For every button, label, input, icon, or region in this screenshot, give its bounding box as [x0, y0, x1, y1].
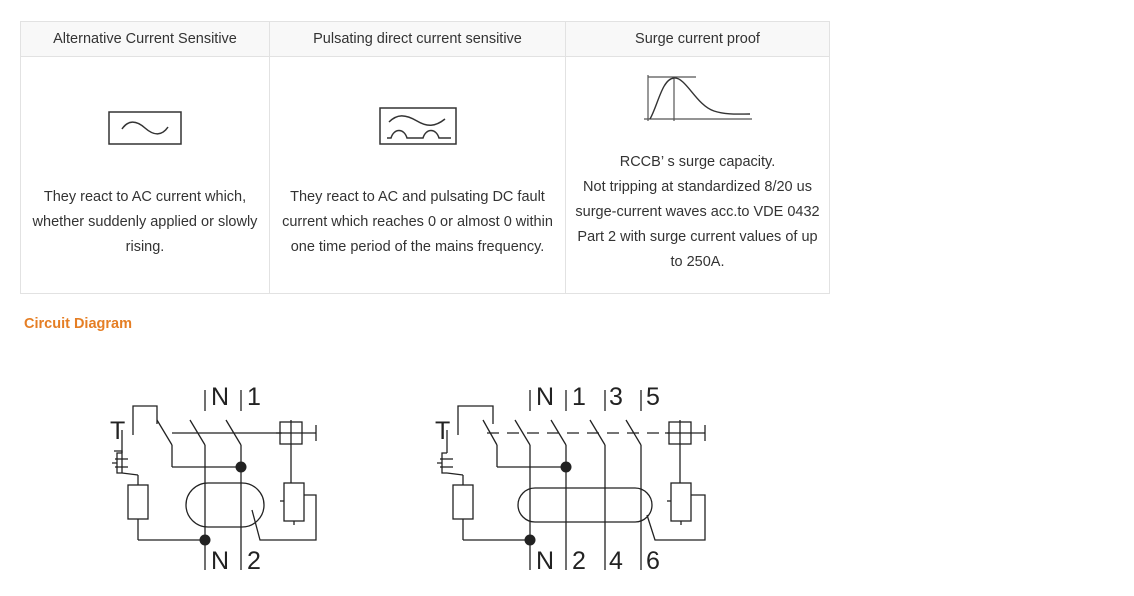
terminal-label-top: N: [536, 383, 554, 411]
table-row: They react to AC current which, whether …: [20, 56, 830, 294]
desc-surge-proof: RCCB’ s surge capacity. Not tripping at …: [569, 150, 826, 275]
desc-line: rising.: [125, 239, 165, 255]
terminal-label-top: 5: [646, 383, 660, 411]
desc-pulsating-dc: They react to AC and pulsating DC fault …: [273, 185, 562, 260]
desc-line: RCCB’ s surge capacity.: [619, 154, 776, 170]
rcd-type-table: Alternative Current Sensitive Pulsating …: [20, 21, 830, 294]
junction-dot: [524, 534, 536, 546]
desc-line: one time period of the mains frequency.: [290, 239, 545, 255]
header-surge-current-proof: Surge current proof: [565, 21, 830, 57]
section-title-circuit-diagram: Circuit Diagram: [24, 316, 132, 332]
junction-dot: [199, 534, 211, 546]
terminal-label-top: N: [211, 383, 229, 411]
junction-dot: [560, 461, 572, 473]
terminal-label-bottom: 2: [572, 547, 586, 575]
header-pulsating-dc-sensitive: Pulsating direct current sensitive: [269, 21, 566, 57]
terminal-label-bottom: 2: [247, 547, 261, 575]
ac-sine-wave-icon: [108, 111, 182, 145]
desc-ac-sensitive: They react to AC current which, whether …: [24, 185, 266, 260]
pulsating-dc-wave-icon: [378, 107, 457, 145]
desc-line: whether suddenly applied or slowly: [32, 214, 258, 230]
cell-pulsating-dc-sensitive: They react to AC and pulsating DC fault …: [269, 56, 566, 294]
surge-curve-icon: [643, 75, 752, 121]
terminal-label-top: 3: [609, 383, 623, 411]
junction-dot: [235, 461, 247, 473]
terminal-label-bottom: 6: [646, 547, 660, 575]
desc-line: surge-current waves acc.to VDE 0432: [575, 204, 820, 220]
cell-ac-sensitive: They react to AC current which, whether …: [20, 56, 270, 294]
circuit-diagram-4-pole: T N 1 3 5 N 2 4 6: [435, 383, 706, 575]
terminal-label-bottom: 4: [609, 547, 623, 575]
circuit-diagram-2-pole: T N 1 N 2: [110, 383, 317, 575]
desc-line: current which reaches 0 or almost 0 with…: [282, 214, 553, 230]
terminal-label-top: 1: [247, 383, 261, 411]
header-ac-sensitive: Alternative Current Sensitive: [20, 21, 270, 57]
terminal-label-top: 1: [572, 383, 586, 411]
desc-line: They react to AC current which,: [43, 189, 247, 205]
test-label: T: [435, 417, 450, 445]
desc-line: They react to AC and pulsating DC fault: [290, 189, 545, 205]
test-label: T: [110, 417, 125, 445]
terminal-label-bottom: N: [211, 547, 229, 575]
terminal-label-bottom: N: [536, 547, 554, 575]
desc-line: Not tripping at standardized 8/20 us: [583, 179, 812, 195]
table-header-row: Alternative Current Sensitive Pulsating …: [20, 21, 830, 57]
cell-surge-current-proof: RCCB’ s surge capacity. Not tripping at …: [565, 56, 830, 294]
desc-line: to 250A.: [670, 254, 725, 270]
desc-line: Part 2 with surge current values of up: [577, 229, 818, 245]
